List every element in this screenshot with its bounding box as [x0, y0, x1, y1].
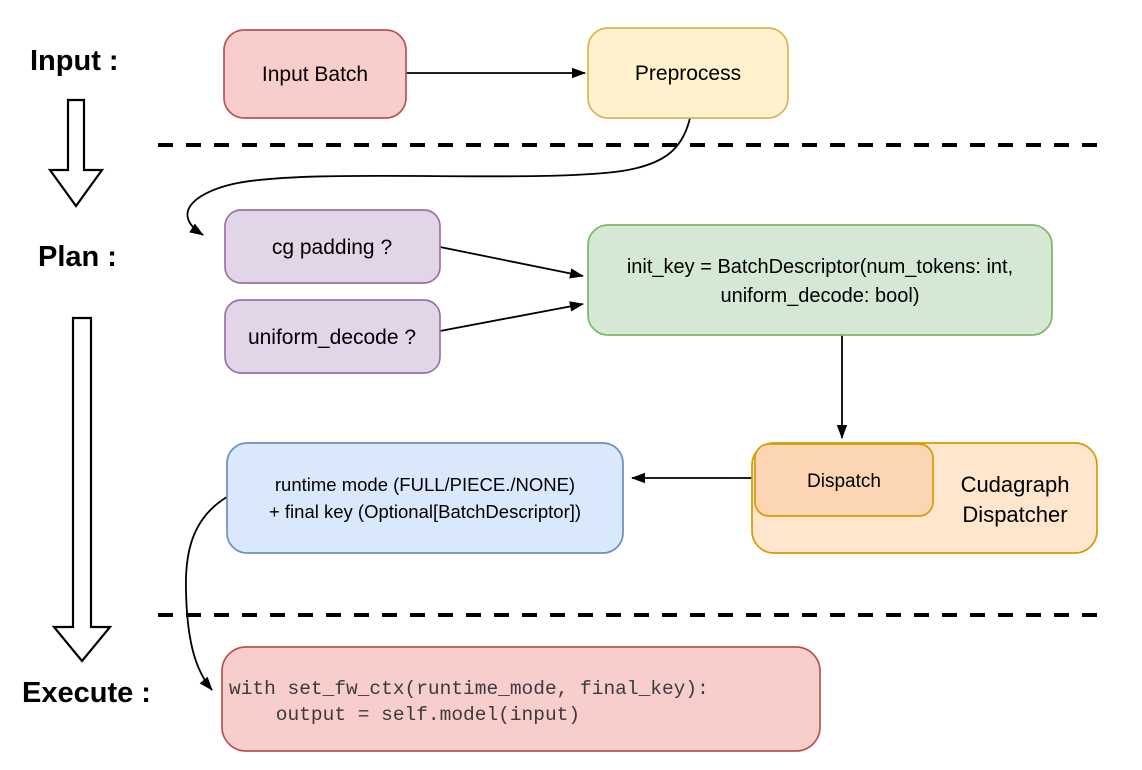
node-cg-padding: cg padding ? — [224, 209, 441, 284]
edge-cgpadding-to-initkey — [439, 246, 584, 279]
uniform-decode-box — [224, 299, 441, 374]
node-input-batch: Input Batch — [223, 29, 407, 119]
section-label-plan: Plan : — [38, 241, 117, 273]
uniform-decode-label: uniform_decode ? — [248, 326, 416, 349]
cudagraph-dispatcher-label-line2: Dispatcher — [962, 502, 1067, 527]
execute-code-line2: output = self.model(input) — [229, 704, 580, 726]
runtime-mode-label-line2: + final key (Optional[BatchDescriptor]) — [269, 501, 581, 522]
node-init-key: init_key = BatchDescriptor(num_tokens: i… — [587, 224, 1053, 336]
edge-preprocess-to-cgpadding — [186, 117, 691, 236]
runtime-mode-box — [226, 442, 624, 554]
section-label-execute: Execute : — [22, 677, 151, 709]
input-batch-label: Input Batch — [262, 63, 368, 86]
edge-uniformdecode-to-initkey — [439, 301, 584, 332]
cg-padding-box — [224, 209, 441, 284]
dispatch-box — [754, 443, 934, 517]
flow-arrow-input-to-plan — [47, 98, 105, 208]
dispatch-label: Dispatch — [807, 471, 881, 492]
section-label-input: Input : — [30, 45, 119, 77]
edge-runtimemode-to-execute — [185, 496, 228, 691]
cudagraph-dispatcher-label-line1: Cudagraph — [961, 472, 1070, 497]
node-uniform-decode: uniform_decode ? — [224, 299, 441, 374]
init-key-label-line2: uniform_decode: bool) — [720, 285, 919, 307]
flow-arrow-plan-to-execute — [51, 316, 113, 663]
init-key-box — [587, 224, 1053, 336]
execute-code-box — [221, 646, 821, 752]
preprocess-label: Preprocess — [635, 62, 741, 85]
node-dispatch: Dispatch — [754, 443, 934, 517]
execute-code-line1: with set_fw_ctx(runtime_mode, final_key)… — [229, 678, 709, 700]
runtime-mode-label-line1: runtime mode (FULL/PIECE./NONE) — [275, 474, 575, 495]
preprocess-box — [587, 27, 789, 119]
node-execute-code: with set_fw_ctx(runtime_mode, final_key)… — [221, 646, 821, 752]
node-runtime-mode: runtime mode (FULL/PIECE./NONE) + final … — [226, 442, 624, 554]
node-preprocess: Preprocess — [587, 27, 789, 119]
input-batch-box — [223, 29, 407, 119]
cg-padding-label: cg padding ? — [272, 236, 392, 259]
init-key-label-line1: init_key = BatchDescriptor(num_tokens: i… — [627, 256, 1013, 278]
